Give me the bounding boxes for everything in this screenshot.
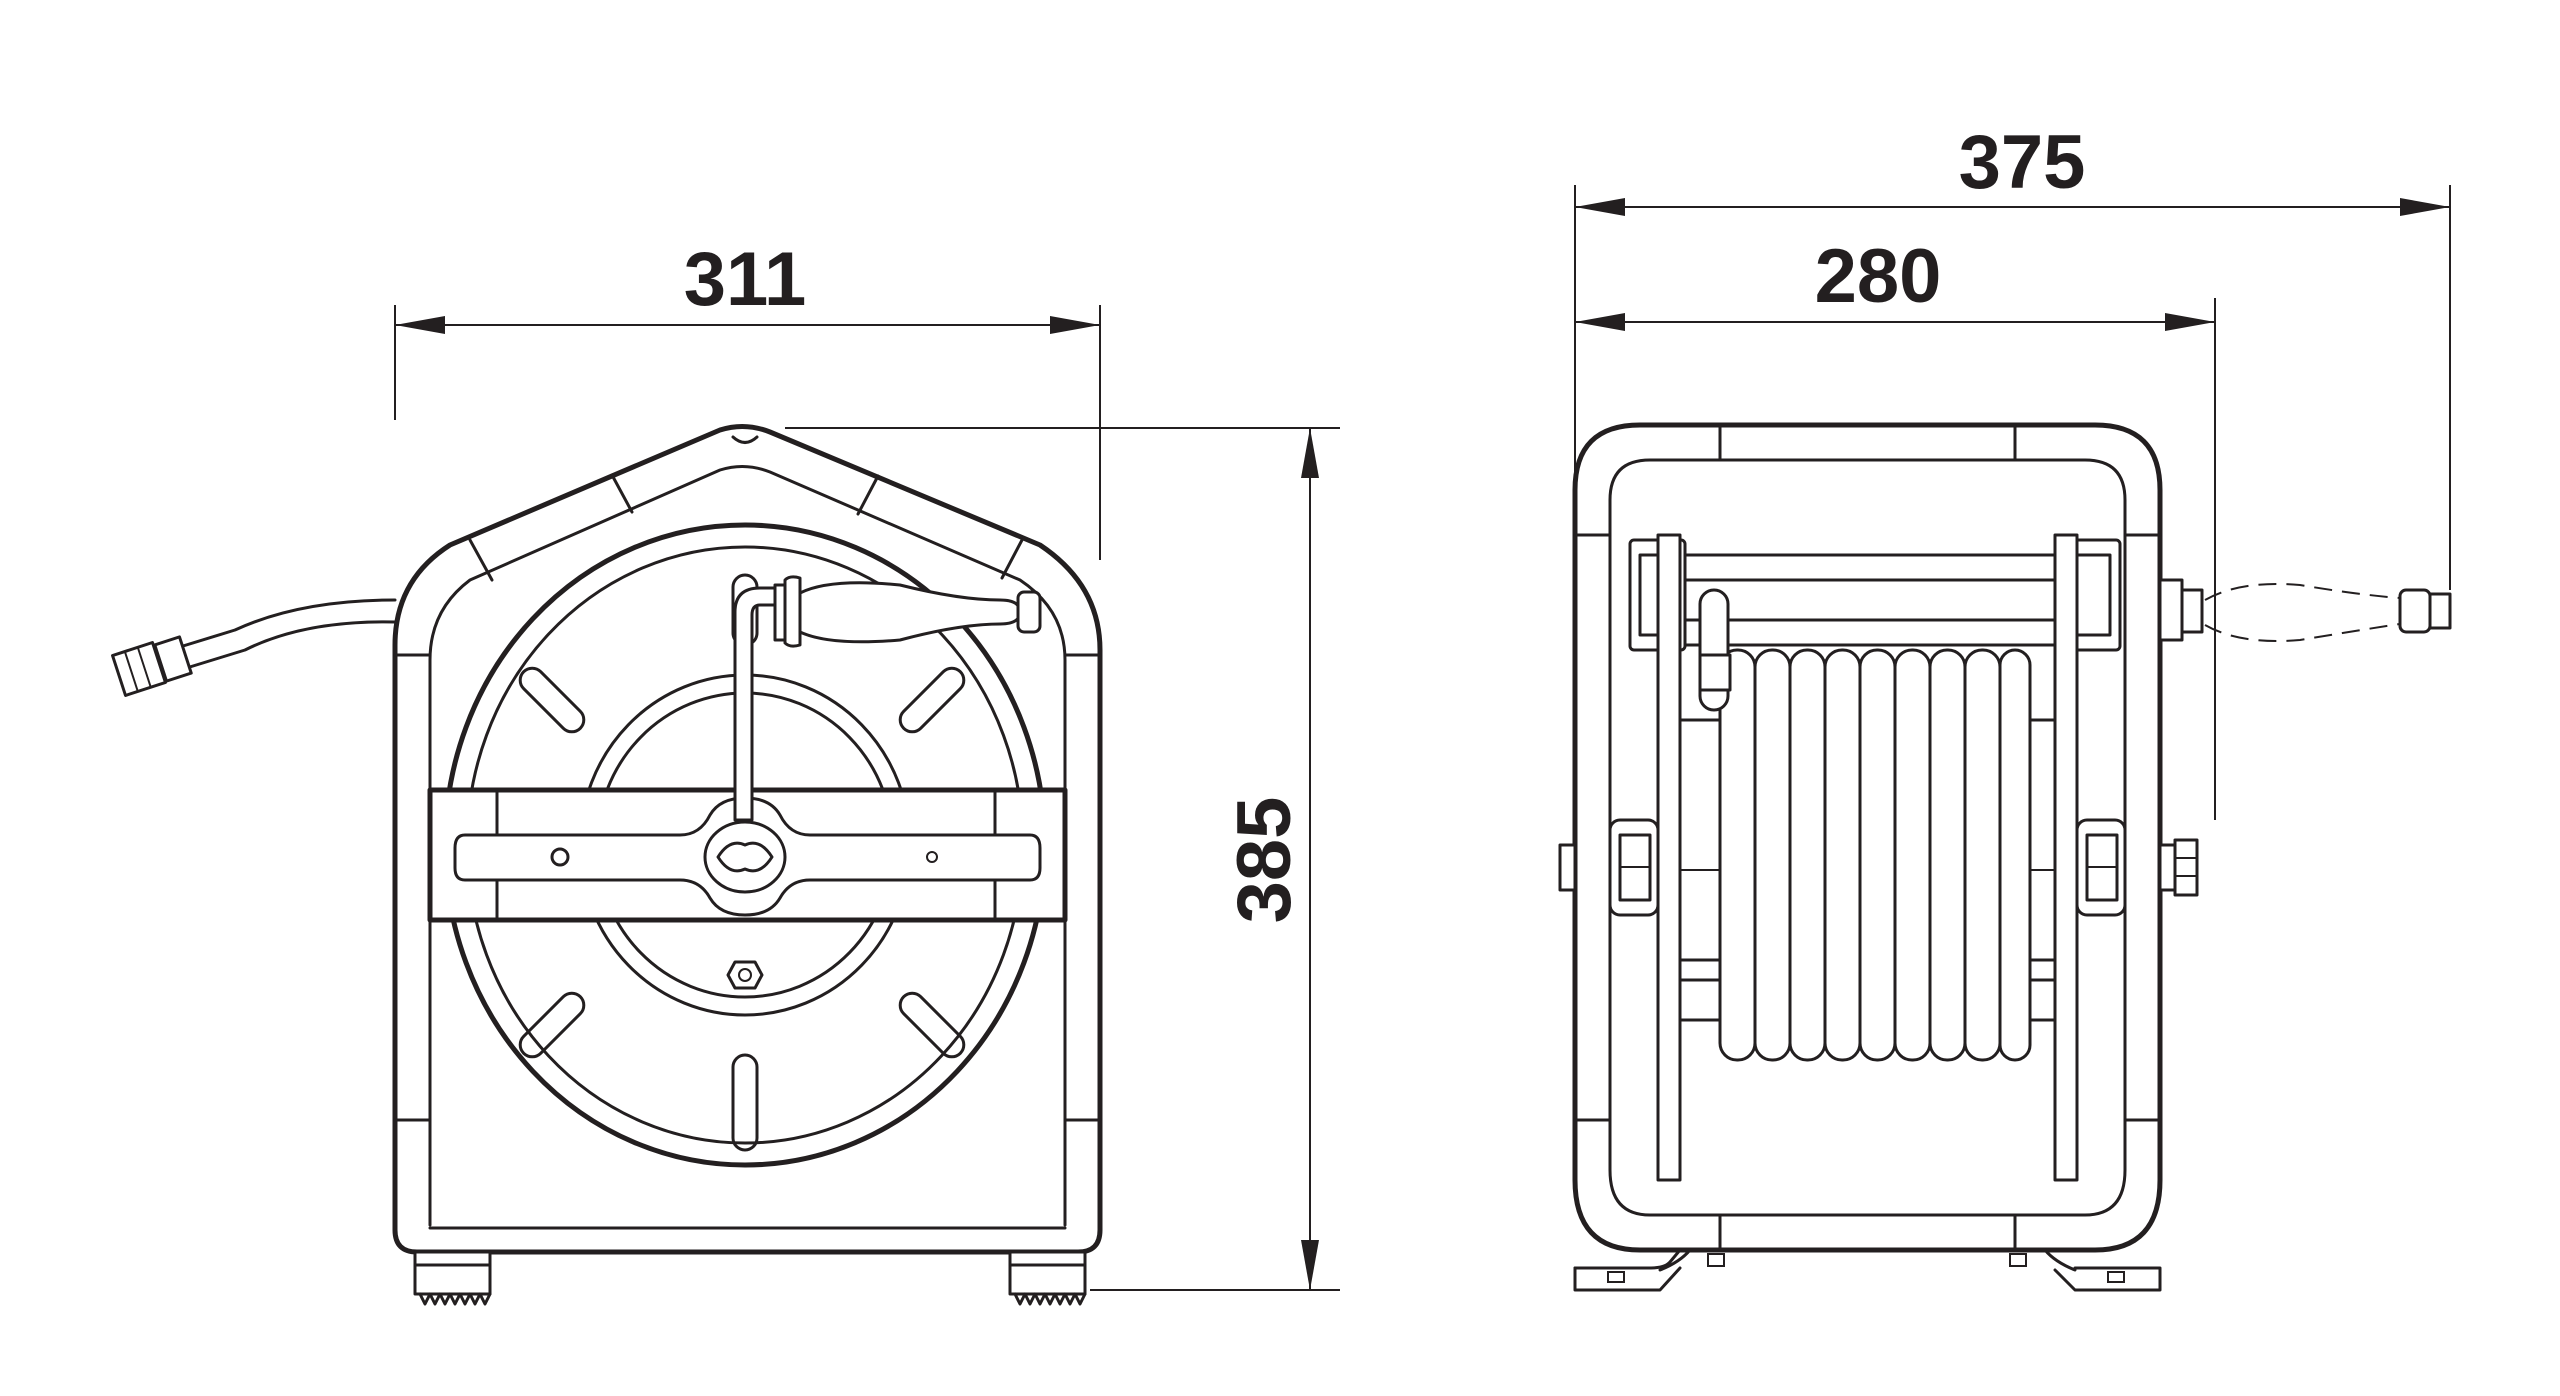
front-frame (392, 424, 1103, 1255)
dim-label-front-width: 311 (684, 237, 807, 322)
side-frame (1572, 422, 2163, 1253)
front-hose (111, 598, 397, 697)
dimension-lines (394, 185, 2451, 1291)
front-view (111, 424, 1103, 1306)
side-view (1558, 422, 2452, 1292)
side-hubs (1558, 818, 2199, 917)
dim-label-front-height: 385 (1222, 797, 1307, 924)
side-crank-handle (2158, 578, 2452, 642)
dim-label-side-total-depth: 375 (1959, 120, 2086, 205)
front-feet (413, 1250, 1087, 1306)
front-crank-handle (733, 575, 1042, 822)
side-base (1573, 1248, 2162, 1292)
side-hose-coils (1698, 588, 2032, 1062)
dim-label-side-depth: 280 (1815, 234, 1942, 319)
